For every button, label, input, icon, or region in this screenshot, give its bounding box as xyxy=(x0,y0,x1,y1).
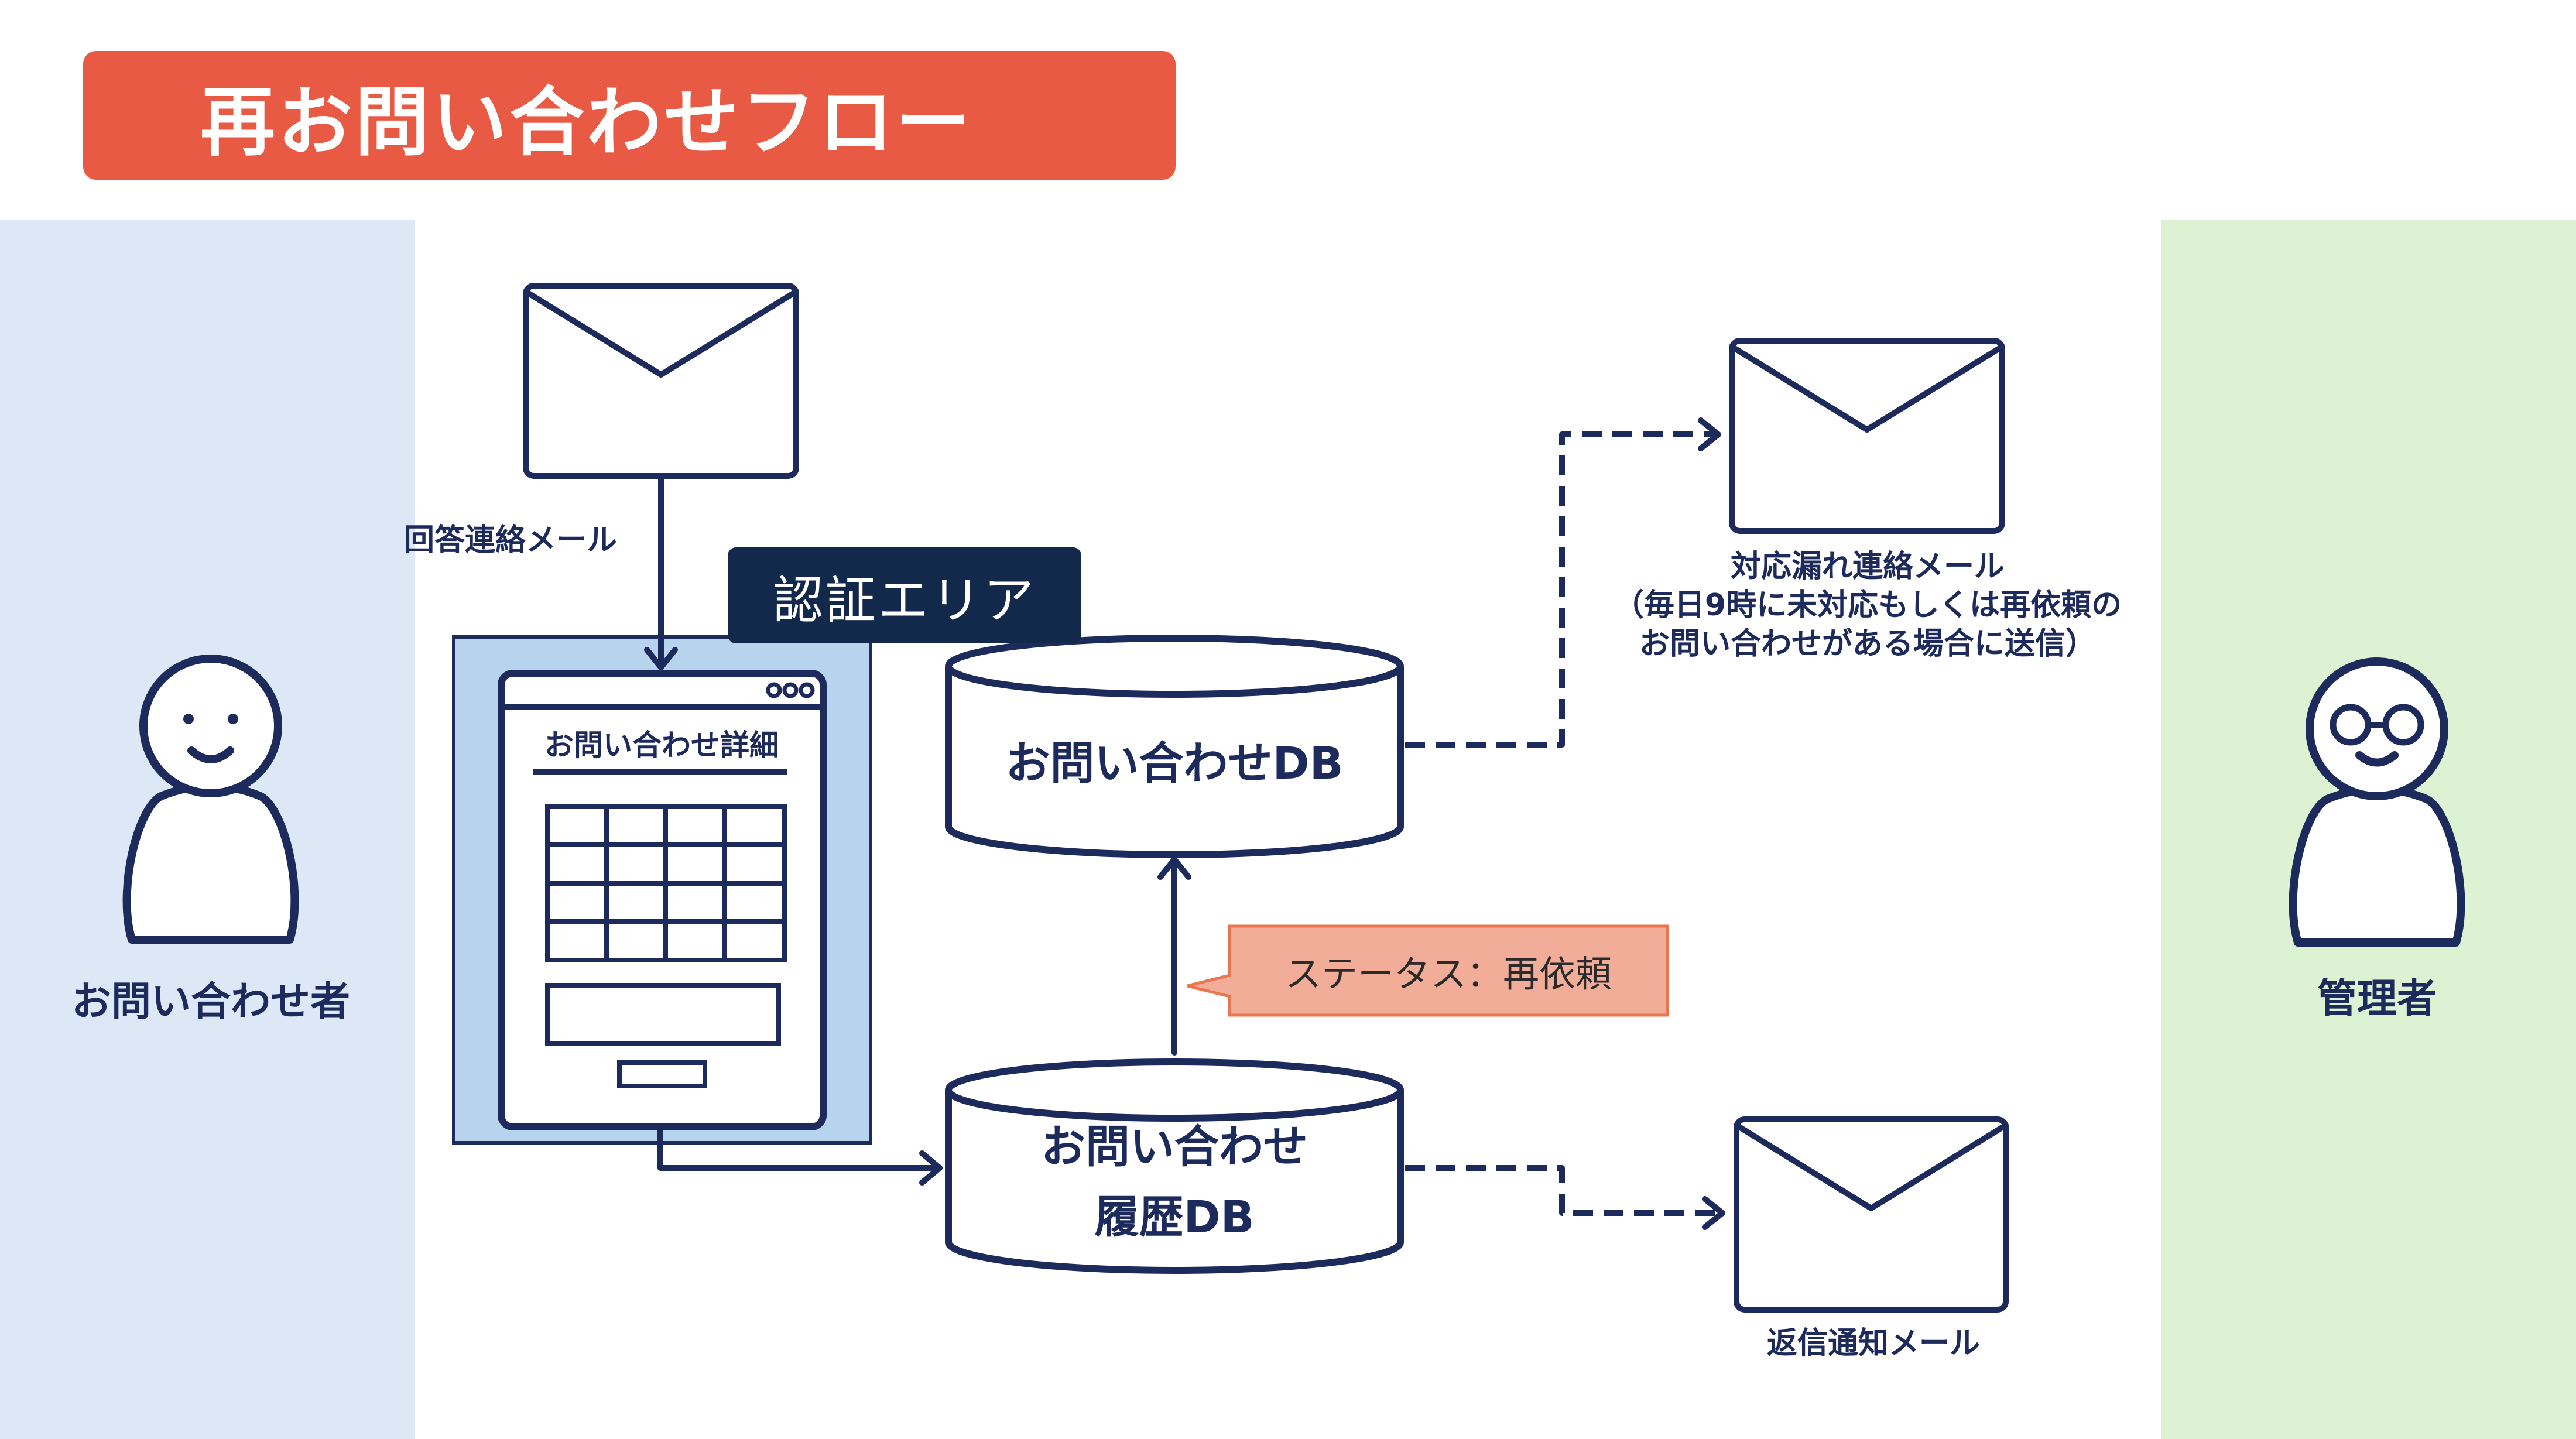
form-submit-button xyxy=(617,1060,707,1088)
history-db-label-line2: 履歴DB xyxy=(1094,1191,1255,1243)
connectors xyxy=(644,473,1191,1186)
admin-label: 管理者 xyxy=(2317,976,2437,1022)
form-to-history-db-arrowhead xyxy=(919,1150,943,1186)
status-label: ステータス：再依頼 xyxy=(1284,953,1612,995)
reply-notice-envelope-icon xyxy=(1734,1116,2009,1313)
inquiry-db-label: お問い合わせDB xyxy=(1005,737,1344,789)
inquiry-db-cylinder xyxy=(945,635,1404,858)
form-table xyxy=(545,804,787,962)
form-text-area xyxy=(545,983,781,1046)
auth-area-label: 認証エリア xyxy=(728,547,1081,643)
reply-mail-arrowhead xyxy=(644,647,678,670)
admin-person-icon xyxy=(2289,657,2465,947)
history-db-cylinder xyxy=(945,1058,1404,1274)
form-to-history-db-arrow xyxy=(657,1124,943,1171)
missed-mail-envelope-icon xyxy=(1729,338,2005,534)
history-db-to-reply-notice-arrow xyxy=(1405,1165,1722,1216)
missed-mail-label-line2: （毎日9時に未対応もしくは再依頼の xyxy=(1613,588,2122,623)
history-to-inquiry-db-arrowhead xyxy=(1157,856,1191,880)
inquirer-label: お問い合わせ者 xyxy=(71,979,350,1025)
page-title: 再お問い合わせフロー xyxy=(83,51,1176,180)
history-db-label-line1: お問い合わせ xyxy=(1041,1121,1308,1173)
missed-mail-label-line1: 対応漏れ連絡メール xyxy=(1730,549,2005,584)
inquirer-person-icon xyxy=(122,655,299,944)
reply-notice-arrowhead xyxy=(1702,1196,1725,1230)
reply-mail-label: 回答連絡メール xyxy=(404,523,618,558)
inquiry-detail-form-window xyxy=(498,670,827,1130)
dashed-connectors xyxy=(1405,417,1725,1230)
inquiry-db-to-missed-mail-arrow xyxy=(1405,431,1718,748)
reply-notice-mail-label: 返信通知メール xyxy=(1766,1326,1980,1361)
reply-mail-envelope-icon xyxy=(523,283,799,479)
missed-mail-arrowhead xyxy=(1698,417,1721,451)
form-title: お問い合わせ詳細 xyxy=(544,728,779,762)
missed-mail-label-line3: お問い合わせがある場合に送信） xyxy=(1639,626,2096,662)
status-callout xyxy=(1187,924,1669,1017)
